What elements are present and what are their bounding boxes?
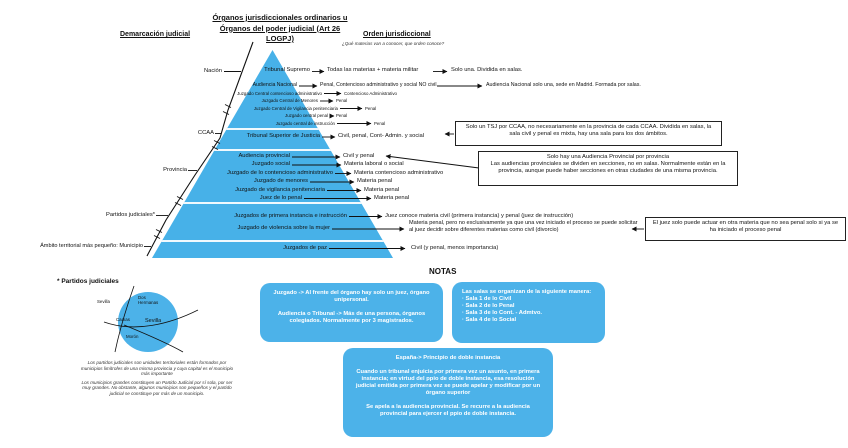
notas-title: NOTAS (429, 267, 457, 276)
venn-label-camas: Camas (116, 317, 130, 322)
materia-label: Materia penal, pero no exclusivamente ya… (409, 220, 638, 233)
organ-label: Juzgado de menores (253, 178, 308, 184)
organos-header-line3: LOGPJ) (266, 34, 294, 43)
venn-label-sevilla-center: Sevilla (145, 318, 162, 324)
materia-label: Materia laboral o social (344, 161, 404, 167)
materia-label: Juez conoce materia civil (primera insta… (385, 212, 574, 219)
demarcacion-header: Demarcación judicial (120, 31, 191, 38)
materia-label: Penal (336, 113, 348, 118)
pyramid-separator (152, 149, 393, 151)
organ-label: Tribunal Superior de Justicia (246, 133, 320, 139)
level-label-nacion: Nación (203, 68, 222, 74)
organos-header-line2: Órganos del poder judicial (Art 26 (219, 23, 341, 33)
materia-label: Penal (374, 120, 386, 126)
organ-label: Juzgado de lo contencioso administrativo (226, 169, 333, 176)
orden-subtitle: ¿Qué materias van a conocer, que orden c… (342, 41, 445, 46)
pyramid-separator (152, 128, 393, 130)
materia-label: Materia penal (374, 194, 410, 201)
organ-label: Tribunal Supremo (264, 67, 310, 73)
organ-label: Juzgado Central contencioso administrati… (237, 90, 322, 96)
extra-label: Solo una. Dividida en salas. (451, 67, 523, 73)
organos-header: Órganos jurisdiccionales ordinarios u Ór… (212, 13, 348, 45)
materia-label: Civil (y penal, menos importancia) (411, 244, 499, 251)
level-label-partidos: Partidos judiciales* (106, 212, 155, 218)
level-label-provincia: Provincia (163, 167, 187, 173)
orden-header: Orden jurisdiccional (363, 31, 431, 38)
nota-salas-box: Las salas se organizan de la siguiente m… (452, 282, 605, 343)
materia-label: Contencioso Administrativo (344, 90, 397, 96)
organ-label: Juzgado de violencia sobre la mujer (237, 225, 330, 231)
tsj-callout-box: Solo un TSJ por CCAA, no necesariamente … (455, 121, 722, 146)
pyramid-separator (152, 240, 393, 242)
organ-label: Juzgado de vigilancia penitenciaria (235, 186, 325, 193)
level-label-ccaa: CCAA (197, 130, 214, 136)
partidos-paragraph-2: Los municipios grandes constituyen un Pa… (81, 379, 233, 396)
materia-label: Civil, penal, Cont- Admin. y social (338, 133, 425, 139)
materia-label: Penal (365, 105, 377, 111)
extra-label: Audiencia Nacional solo una, sede en Mad… (486, 81, 641, 88)
juez-violencia-callout-box: El juez solo puede actuar en otra materi… (645, 217, 846, 241)
organ-label: Juzgado social (251, 161, 290, 167)
venn-label-moron: Morón (126, 334, 139, 339)
materia-label: Todas las materias + materia militar (327, 67, 419, 73)
materia-label: Materia penal (364, 186, 400, 193)
organ-label: Juzgado central penal (285, 113, 328, 118)
materia-label: Penal, Contencioso administrativo y soci… (320, 82, 437, 88)
materia-label: Penal (336, 98, 348, 103)
partidos-description: Los partidos judiciales son unidades ter… (78, 360, 236, 400)
materia-label: Materia contencioso administrativo (354, 169, 444, 176)
organ-label: Audiencia Nacional (252, 82, 297, 88)
audiencia-provincial-callout-box: Solo hay una Audiencia Provincial por pr… (478, 151, 738, 186)
pyramid-separator (152, 202, 393, 204)
nota-juzgado-box: Juzgado -> Al frente del órgano hay solo… (260, 283, 443, 342)
level-label-municipio: Ámbito territorial más pequeño: Municipi… (40, 243, 143, 249)
venn-label-dos-hermanas: Dos Hermanas (138, 295, 159, 305)
materia-label: Materia penal (357, 178, 393, 184)
partidos-title: * Partidos judiciales (57, 278, 119, 285)
venn-label-sevilla-outside: Sevilla (97, 299, 110, 304)
organ-label: Juzgados de primera instancia e instrucc… (234, 212, 347, 219)
organ-label: Juez de lo penal (259, 194, 302, 201)
organ-label: Audiencia provincial (238, 153, 290, 159)
partidos-paragraph-1: Los partidos judiciales son unidades ter… (80, 360, 234, 377)
materia-label: Civil y penal (343, 153, 375, 159)
organ-label: Juzgado central de instrucción (275, 120, 335, 126)
organ-label: Juzgado Central de Vigilancia penitencia… (253, 105, 338, 111)
organos-header-line1: Órganos jurisdiccionales ordinarios u (212, 13, 348, 22)
nota-doble-instancia-box: España-> Principio de doble instancia Cu… (343, 348, 553, 437)
organ-label: Juzgados de paz (283, 244, 327, 251)
organ-label: Juzgado Central de Menores (261, 98, 318, 103)
